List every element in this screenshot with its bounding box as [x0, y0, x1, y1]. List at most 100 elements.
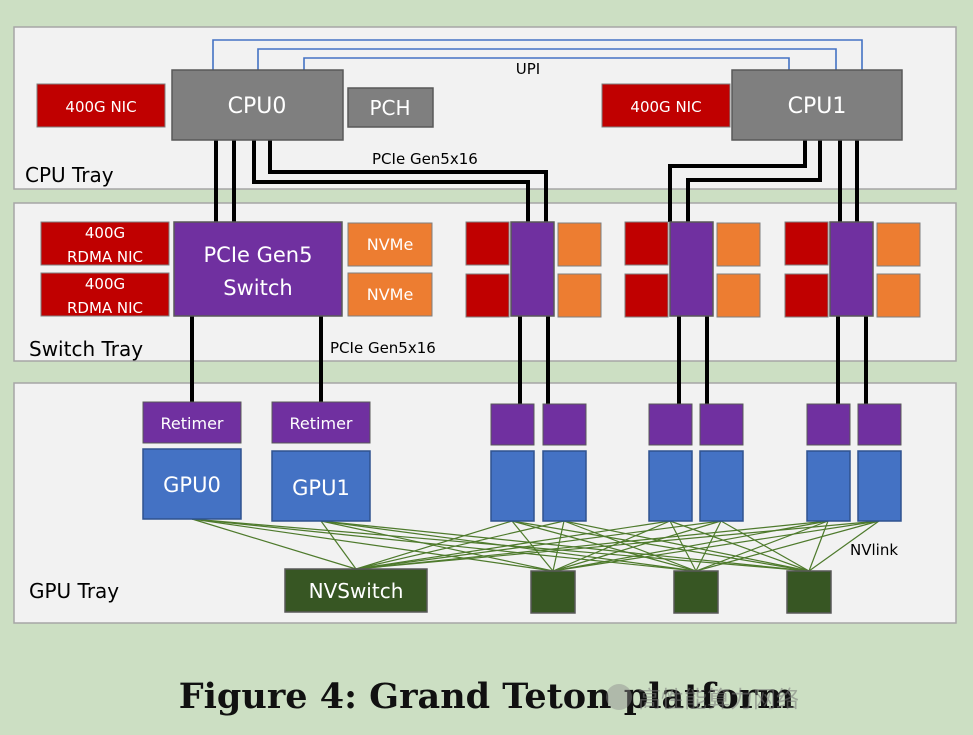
- retimer-4-box: [648, 403, 693, 446]
- rdma-nic-top-line2: RDMA NIC: [67, 248, 143, 266]
- nvswitch-label: NVSwitch: [309, 579, 404, 603]
- retimer-0-label: Retimer: [161, 414, 224, 433]
- nvlink-6-0: [355, 520, 829, 570]
- nvlink-5-1: [552, 520, 722, 572]
- pcie-switch-line2: Switch: [223, 276, 292, 300]
- nic-left-label: 400G NIC: [65, 98, 136, 116]
- switch-tray-label: Switch Tray: [29, 337, 143, 361]
- switch-3-box: [669, 221, 714, 317]
- nvswitch-4-box: [786, 570, 832, 614]
- pch-label: PCH: [369, 96, 410, 120]
- nvlink-3-0: [355, 520, 565, 570]
- rdma-nic-top-box: [40, 221, 170, 266]
- pcie-links: [190, 140, 868, 404]
- gpu-6-box: [806, 450, 851, 522]
- gpu-4-box: [648, 450, 693, 522]
- retimer-1-box: [271, 401, 371, 444]
- gpu1-label: GPU1: [292, 476, 350, 500]
- retimer-7-box: [857, 403, 902, 446]
- nvlink-mesh: [191, 518, 880, 572]
- pcie-switch-box: [173, 221, 343, 317]
- gpu-2-box: [490, 450, 535, 522]
- nvme-bottom-box: [347, 272, 433, 317]
- watermark-text: 高性能算力网络: [638, 687, 799, 713]
- nvswitch-3-box: [673, 570, 719, 614]
- nvlink-0-0: [191, 518, 357, 570]
- switch-4-nvme-top: [876, 222, 921, 267]
- upi-label: UPI: [516, 60, 540, 78]
- rdma-nic-top-line1: 400G: [85, 224, 125, 242]
- nvme-top-label: NVMe: [367, 235, 414, 254]
- gpu-3-box: [542, 450, 587, 522]
- retimer-2-box: [490, 403, 535, 446]
- nvlink-0-1: [191, 518, 554, 572]
- gpu0-label: GPU0: [163, 473, 221, 497]
- retimer-1-label: Retimer: [290, 414, 353, 433]
- rdma-nic-bottom-line2: RDMA NIC: [67, 299, 143, 317]
- cpu1-label: CPU1: [788, 94, 847, 119]
- nvlink-label: NVlink: [850, 541, 898, 559]
- gpu1-box: [271, 450, 371, 522]
- switch-3-nic-bottom: [624, 273, 669, 318]
- pcie-switch-line1: PCIe Gen5: [204, 243, 313, 267]
- cpu-tray-label: CPU Tray: [25, 163, 114, 187]
- nvlink-5-3: [720, 520, 810, 572]
- rdma-nic-bottom-box: [40, 272, 170, 317]
- nvlink-7-2: [695, 520, 880, 572]
- nvlink-4-2: [669, 520, 697, 572]
- switch-2-nic-bottom: [465, 273, 510, 318]
- retimer-5-box: [699, 403, 744, 446]
- switch-4-nic-bottom: [784, 273, 829, 318]
- nvlink-3-3: [563, 520, 810, 572]
- switch-2-nvme-top: [557, 222, 602, 267]
- gpu-tray-label: GPU Tray: [29, 579, 119, 603]
- switch-pcie-label: PCIe Gen5x16: [330, 339, 436, 357]
- switch-2-box: [510, 221, 555, 317]
- upi-links: [212, 39, 863, 70]
- nvlink-3-1: [552, 520, 565, 572]
- retimer-0-box: [142, 401, 242, 444]
- nvlink-5-0: [355, 520, 722, 570]
- switch-2-nvme-bottom: [557, 273, 602, 318]
- watermark: 高性能算力网络: [606, 680, 799, 714]
- retimer-3-box: [542, 403, 587, 446]
- nic-right-box: [601, 83, 731, 128]
- pch-box: [347, 87, 434, 128]
- switch-groups: [465, 221, 921, 318]
- switch-2-nic-top: [465, 221, 510, 266]
- cpu1-box: [731, 69, 903, 141]
- rdma-nic-bottom-line1: 400G: [85, 275, 125, 293]
- nvswitch-box: [284, 568, 428, 613]
- gpu-5-box: [699, 450, 744, 522]
- nvlink-4-0: [355, 520, 671, 570]
- switch-3-nvme-bottom: [716, 273, 761, 318]
- nvlink-7-0: [355, 520, 880, 570]
- switch-4-box: [829, 221, 874, 317]
- gpu0-box: [142, 448, 242, 520]
- gpu-7-box: [857, 450, 902, 522]
- nvswitch-2-box: [530, 570, 576, 614]
- nvme-bottom-label: NVMe: [367, 285, 414, 304]
- gpu-groups: [490, 403, 902, 522]
- nvlink-7-1: [552, 520, 880, 572]
- retimer-6-box: [806, 403, 851, 446]
- nic-right-label: 400G NIC: [630, 98, 701, 116]
- switch-4-nvme-bottom: [876, 273, 921, 318]
- nvlink-1-0: [320, 520, 357, 570]
- switch-4-nic-top: [784, 221, 829, 266]
- nvlink-2-3: [511, 520, 810, 572]
- nvlink-1-1: [320, 520, 554, 572]
- nvlink-7-3: [808, 520, 880, 572]
- watermark-logo-icon: [606, 684, 632, 710]
- cpu0-label: CPU0: [228, 94, 287, 119]
- nvlink-6-2: [695, 520, 829, 572]
- figure-caption: Figure 4: Grand Teton platform: [178, 676, 795, 717]
- cpu-pcie-label: PCIe Gen5x16: [372, 150, 478, 168]
- switch-3-nic-top: [624, 221, 669, 266]
- switch-3-nvme-top: [716, 222, 761, 267]
- nic-left-box: [36, 83, 166, 128]
- nvlink-5-2: [695, 520, 722, 572]
- nvlink-2-0: [355, 520, 513, 570]
- nvlink-3-2: [563, 520, 697, 572]
